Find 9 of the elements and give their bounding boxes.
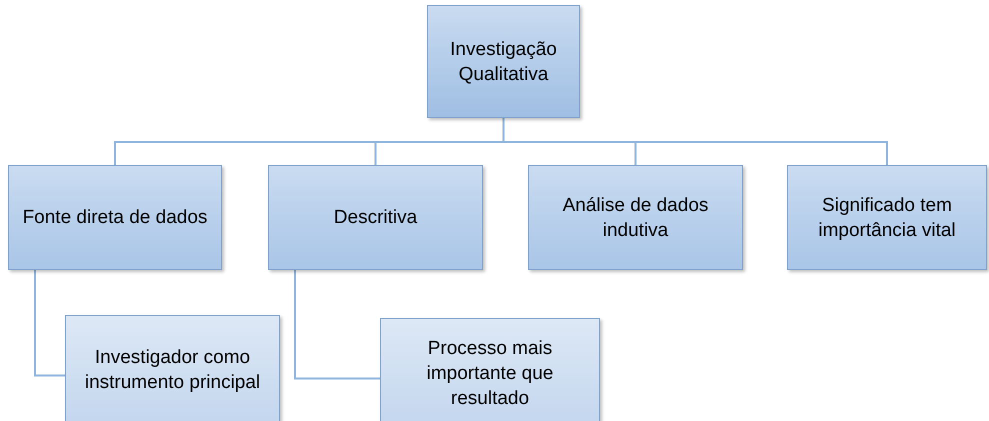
hierarchy-box: Processo mais importante que resultado — [380, 318, 600, 421]
hierarchy-box: Investigador como instrumento principal — [65, 315, 280, 421]
connector-line — [34, 270, 65, 376]
hierarchy-box: Investigação Qualitativa — [427, 5, 580, 118]
hierarchy-box: Descritiva — [268, 165, 483, 270]
hierarchy-box: Significado tem importância vital — [787, 165, 987, 270]
connector-line — [294, 270, 380, 380]
hierarchy-box: Fonte direta de dados — [8, 165, 222, 270]
hierarchy-box: Análise de dados indutiva — [528, 165, 743, 270]
